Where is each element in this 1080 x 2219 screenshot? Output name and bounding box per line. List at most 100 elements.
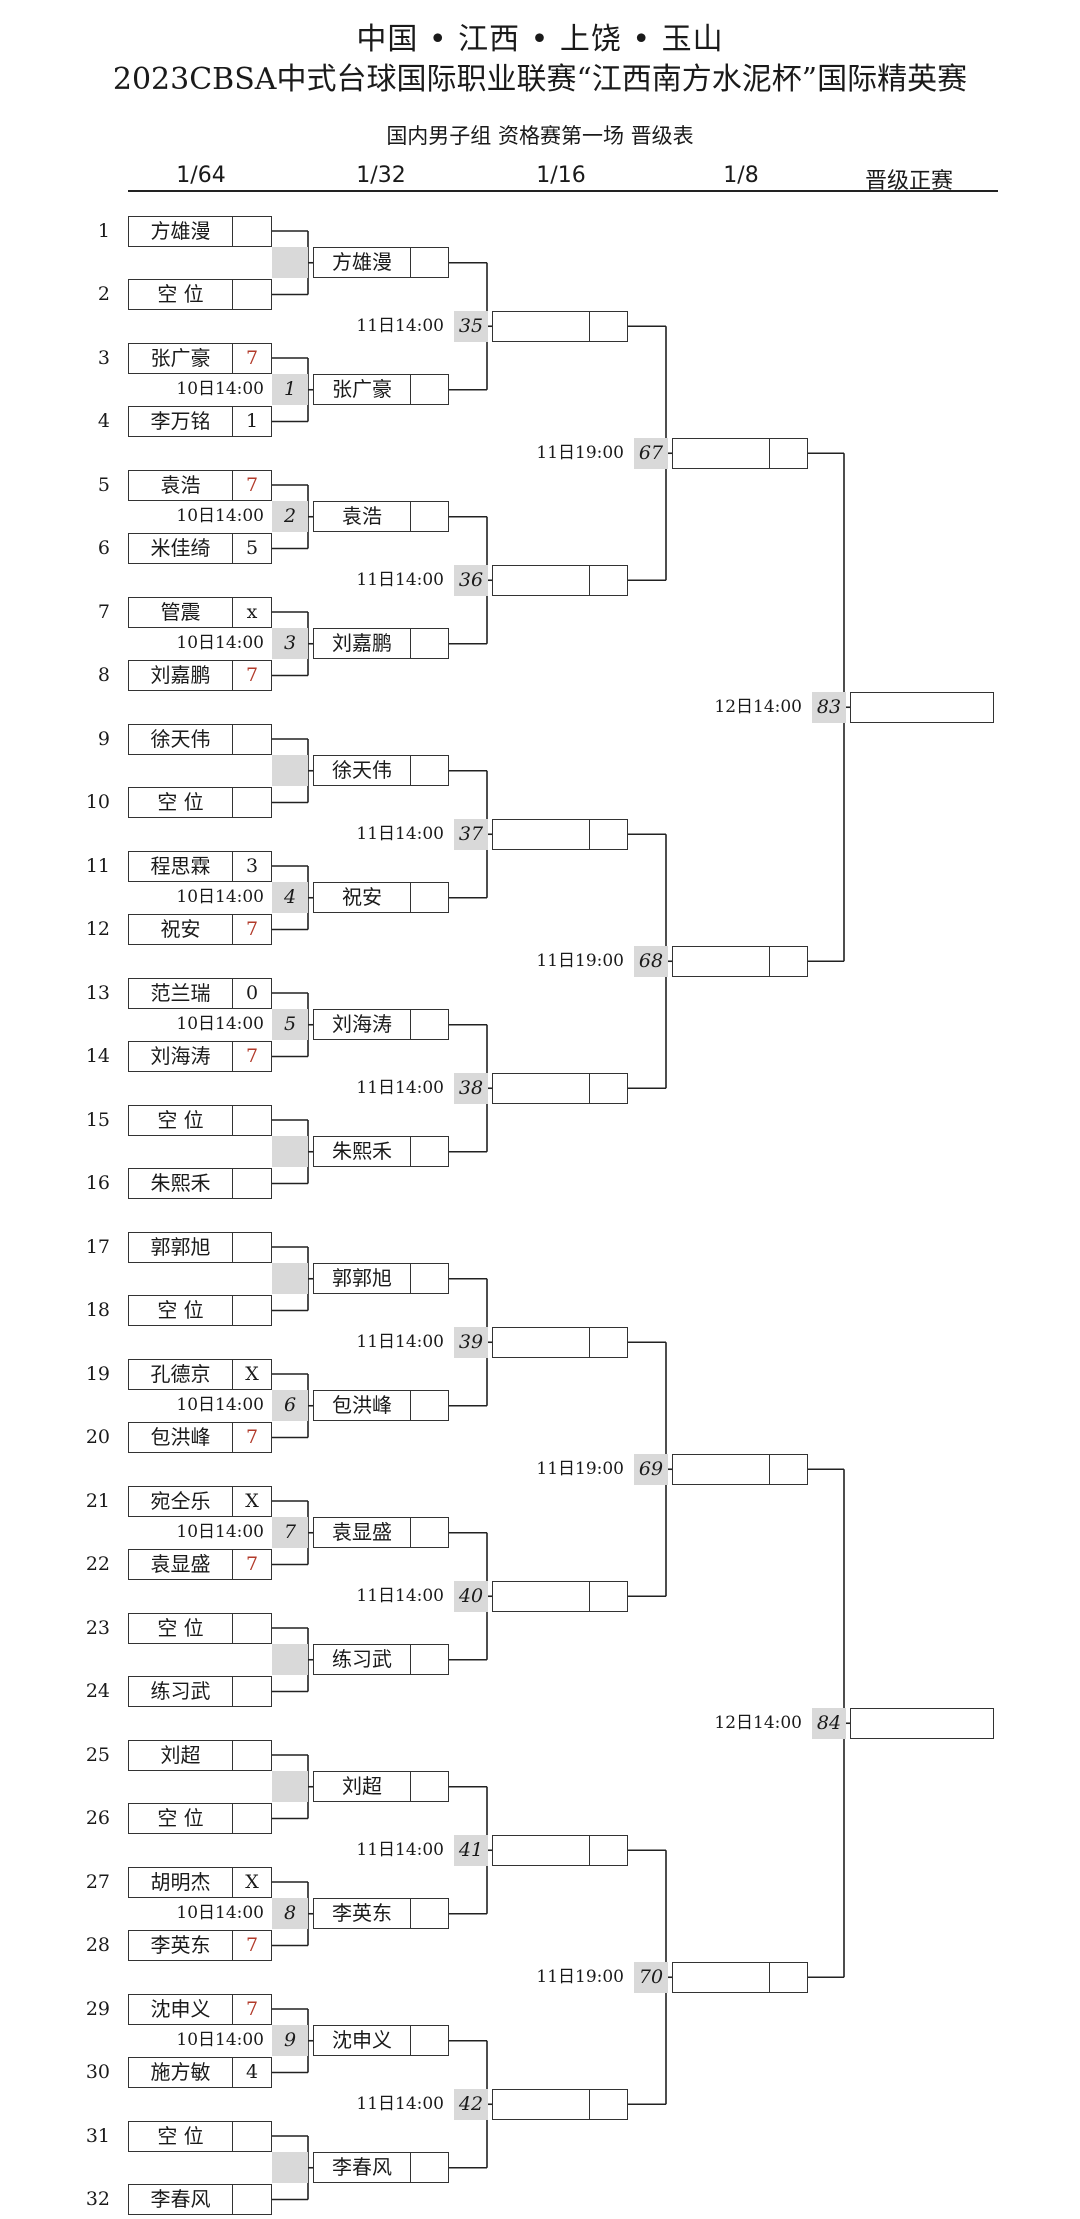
player-name [493, 565, 590, 595]
player-name [493, 311, 590, 341]
player-score [233, 1106, 271, 1135]
player-score: 5 [245, 537, 259, 559]
seed-number: 31 [85, 2124, 110, 2147]
match-number-r64 [272, 1263, 308, 1295]
entry-31: 空 位 [128, 2120, 272, 2152]
player-name: 练习武 [129, 1677, 233, 1706]
player-name: 袁浩 [129, 470, 233, 500]
player-name: 练习武 [314, 1645, 411, 1675]
player-name: 空 位 [129, 280, 233, 309]
match-time-r32: 11日14:00 [356, 1077, 444, 1098]
player-score: 0 [245, 981, 259, 1004]
match-time-r8: 12日14:00 [714, 1712, 802, 1733]
entry-2: 空 位 [128, 279, 272, 310]
match-time-r32: 11日14:00 [356, 823, 444, 844]
seed-number: 11 [85, 854, 110, 877]
player-score [411, 1899, 448, 1928]
seed-number: 5 [97, 473, 110, 496]
r32-entry: 刘嘉鹏 [313, 628, 449, 660]
event-title: 2023CBSA中式台球国际职业联赛“江西南方水泥杯”国际精英赛 [112, 62, 968, 97]
match-number-r16: 67 [634, 437, 668, 469]
player-name [493, 1581, 590, 1611]
r32-entry: 沈申义 [313, 2025, 449, 2057]
player-score: 7 [245, 1426, 259, 1448]
entry-17: 郭郭旭 [128, 1231, 272, 1263]
player-score [411, 2026, 448, 2055]
seed-number: 27 [85, 1870, 110, 1893]
seed-number: 10 [85, 791, 110, 813]
player-name: 空 位 [129, 2121, 233, 2151]
round-header-8: 1/8 [723, 163, 759, 188]
r8-entry [672, 1453, 808, 1485]
r32-entry: 方雄漫 [313, 247, 449, 279]
r16-entry [492, 2088, 628, 2120]
entry-18: 空 位 [128, 1295, 272, 1326]
player-name [493, 819, 590, 849]
seed-number: 23 [85, 1616, 110, 1639]
player-name: 朱熙禾 [314, 1137, 411, 1167]
seed-number: 6 [97, 537, 110, 559]
player-name: 祝安 [314, 883, 411, 913]
r32-entry: 袁浩 [313, 501, 449, 533]
player-name: 刘海涛 [129, 1042, 233, 1071]
player-score: X [245, 1870, 259, 1893]
r32-entry: 练习武 [313, 1644, 449, 1676]
match-number-r64: 8 [272, 1898, 308, 1930]
player-score [590, 1582, 627, 1611]
player-score: 4 [245, 2061, 259, 2083]
player-score [411, 756, 448, 785]
match-number-r64: 4 [272, 882, 308, 914]
match-time-r32: 11日14:00 [356, 2093, 444, 2114]
player-name: 范兰瑞 [129, 978, 233, 1008]
r32-entry: 张广豪 [313, 374, 449, 406]
player-name: 管震 [129, 597, 233, 627]
player-name: 宛仝乐 [129, 1486, 233, 1516]
match-number-r32: 40 [454, 1580, 488, 1612]
match-time-r8: 12日14:00 [714, 696, 802, 717]
player-score: 7 [245, 918, 259, 940]
match-time-r64: 10日14:00 [176, 1903, 264, 1924]
player-score: X [245, 1362, 259, 1385]
match-number-r64: 1 [272, 374, 308, 406]
r32-entry: 祝安 [313, 882, 449, 914]
match-time-r64: 10日14:00 [176, 2030, 264, 2051]
player-score [411, 883, 448, 912]
player-name: 李英东 [129, 1931, 233, 1960]
match-number-r32: 36 [454, 564, 488, 596]
player-name: 空 位 [129, 1296, 233, 1325]
seed-number: 29 [85, 1997, 110, 2020]
player-score [770, 1455, 807, 1484]
seed-number: 9 [97, 727, 110, 750]
player-name [493, 1073, 590, 1103]
player-score: 7 [245, 664, 259, 686]
player-name: 沈申义 [129, 1994, 233, 2024]
seed-number: 19 [85, 1362, 110, 1385]
match-time-r64: 10日14:00 [176, 633, 264, 654]
r32-entry: 朱熙禾 [313, 1136, 449, 1168]
seed-number: 3 [97, 346, 110, 369]
player-score: 7 [245, 346, 259, 369]
player-score [590, 566, 627, 595]
player-score: X [245, 1489, 259, 1512]
match-number-r64: 3 [272, 628, 308, 660]
player-score [770, 439, 807, 468]
entry-15: 空 位 [128, 1104, 272, 1136]
seed-number: 17 [85, 1235, 110, 1258]
player-name [673, 438, 770, 468]
player-name: 张广豪 [129, 343, 233, 373]
r32-entry: 刘超 [313, 1771, 449, 1803]
player-score: 3 [245, 854, 259, 877]
match-time-r32: 11日14:00 [356, 569, 444, 590]
entry-25: 刘超 [128, 1739, 272, 1771]
seed-number: 4 [97, 410, 110, 432]
player-score [770, 1963, 807, 1992]
seed-number: 15 [85, 1108, 110, 1131]
r32-entry: 李春风 [313, 2152, 449, 2184]
r8-entry [672, 437, 808, 469]
player-score [411, 1645, 448, 1674]
match-time-r16: 11日19:00 [536, 950, 624, 971]
